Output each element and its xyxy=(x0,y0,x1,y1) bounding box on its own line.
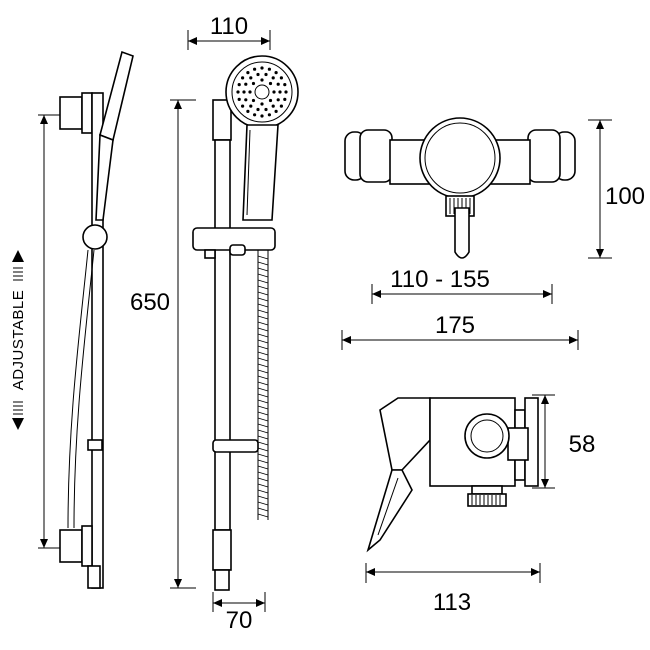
valve-centres-label: 110 - 155 xyxy=(390,266,490,293)
valve-height-dimension: 100 xyxy=(588,119,645,259)
valve-depth-dimension: 58 xyxy=(532,394,596,489)
valve-depth-label: 58 xyxy=(569,431,596,458)
valve-front-view xyxy=(344,117,576,259)
rail-height-dimension: 650 xyxy=(130,99,196,589)
adjustable-arrow-down-icon xyxy=(12,418,24,430)
adjustable-hatch-top xyxy=(13,267,23,281)
adjustable-arrow-up-icon xyxy=(12,250,24,262)
hose-ribs xyxy=(257,255,269,518)
valve-width-label: 175 xyxy=(435,312,475,339)
valve-projection-dimension: 113 xyxy=(365,563,541,616)
valve-height-label: 100 xyxy=(605,183,645,210)
thread-lines-side xyxy=(471,495,501,505)
rail-depth-label: 70 xyxy=(226,607,253,634)
adjustable-label: ADJUSTABLE xyxy=(10,290,27,391)
rail-height-label: 650 xyxy=(130,289,170,316)
valve-width-dimension: 175 xyxy=(341,312,579,350)
head-width-dimension: 110 xyxy=(187,13,271,50)
shower-nozzles xyxy=(236,66,288,118)
adjustable-dimension: ADJUSTABLE xyxy=(10,114,60,549)
adjustable-hatch-bottom xyxy=(13,401,23,415)
valve-projection-label: 113 xyxy=(433,589,471,616)
head-width-label: 110 xyxy=(210,13,248,40)
rail-front-view xyxy=(192,55,299,591)
rail-depth-dimension: 70 xyxy=(212,592,266,634)
valve-side-view xyxy=(366,397,539,553)
rail-side-view xyxy=(59,50,134,589)
thread-lines xyxy=(449,198,471,214)
valve-centres-dimension: 110 - 155 xyxy=(371,266,553,304)
